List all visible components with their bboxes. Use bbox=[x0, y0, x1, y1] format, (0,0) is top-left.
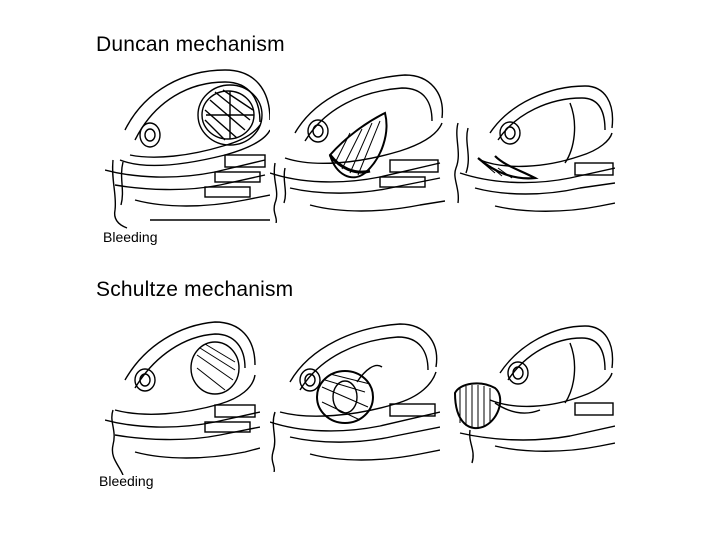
schultze-bleeding-label: Bleeding bbox=[99, 473, 154, 489]
duncan-mechanism-title: Duncan mechanism bbox=[96, 33, 285, 57]
schultze-stage-1-illustration bbox=[105, 310, 260, 475]
duncan-stage-1-illustration bbox=[105, 60, 270, 230]
duncan-stage-3-illustration bbox=[450, 78, 615, 223]
schultze-stage-3-illustration bbox=[450, 318, 615, 468]
schultze-mechanism-title: Schultze mechanism bbox=[96, 278, 293, 302]
duncan-bleeding-label: Bleeding bbox=[103, 229, 158, 245]
schultze-stage-2-illustration bbox=[270, 312, 440, 472]
duncan-stage-2-illustration bbox=[270, 63, 445, 223]
